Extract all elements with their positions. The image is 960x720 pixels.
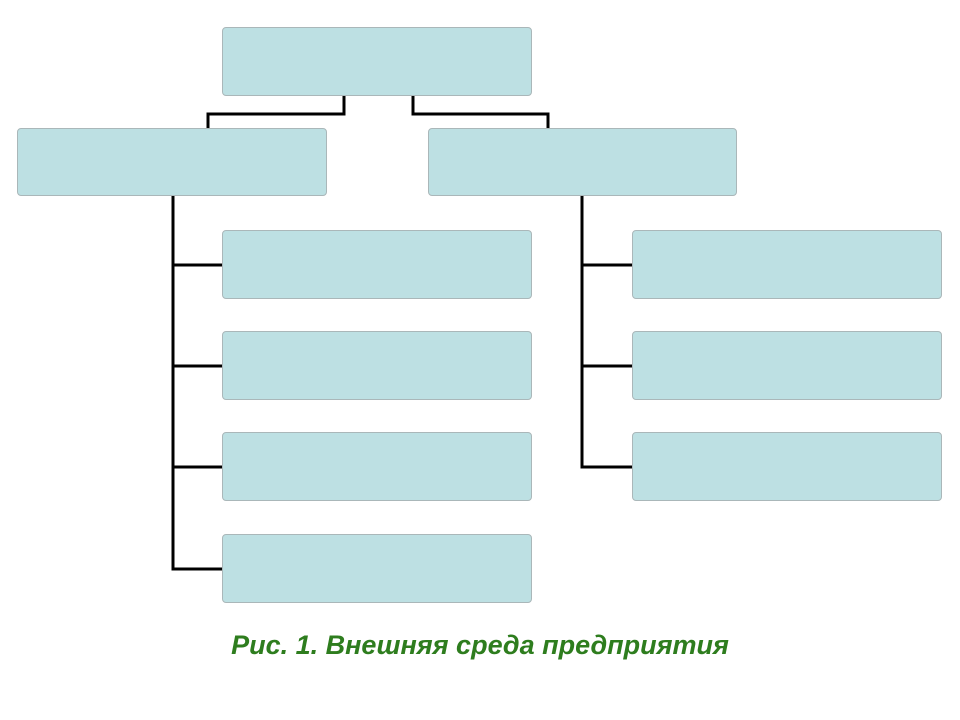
left-child-node-4 — [222, 534, 532, 603]
connector-right-spine — [580, 196, 632, 469]
connector-left-spine — [171, 196, 222, 571]
connector-root-left — [206, 95, 346, 128]
branch-node-left — [17, 128, 327, 196]
right-child-node-1 — [632, 230, 942, 299]
right-child-node-2 — [632, 331, 942, 400]
connector-root-right — [411, 95, 550, 128]
branch-node-right — [428, 128, 737, 196]
left-child-node-3 — [222, 432, 532, 501]
root-node — [222, 27, 532, 96]
figure-caption: Рис. 1. Внешняя среда предприятия — [231, 630, 729, 660]
right-child-node-3 — [632, 432, 942, 501]
left-child-node-2 — [222, 331, 532, 400]
left-child-node-1 — [222, 230, 532, 299]
